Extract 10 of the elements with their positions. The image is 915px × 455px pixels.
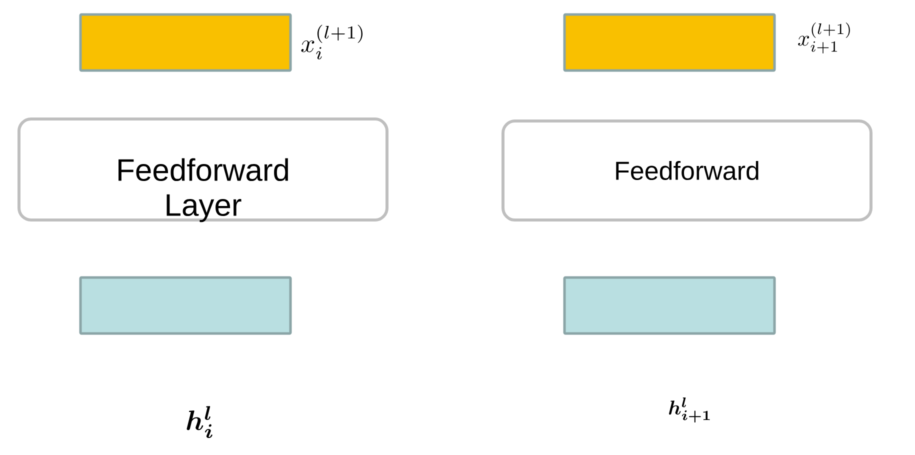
vector-bar (563, 13, 776, 72)
vector-bar (79, 276, 292, 335)
vector-bar (563, 276, 776, 335)
vector-label: $x_i^{(l+1)}$ (301, 24, 363, 60)
vector-label: $x_{i+1}^{(l+1)}$ (798, 22, 850, 54)
vector-label: $\boldsymbol{h}_{\boldsymbol{i}}^{\boldsymbol{l}}$ (186, 406, 212, 438)
layer-box: Feedforward Layer (18, 118, 388, 222)
vector-label: $\boldsymbol{h}_{\boldsymbol{i+1}}^{\boldsymbol{l}}$ (669, 397, 710, 423)
vector-bar (79, 13, 292, 72)
layer-box: Feedforward (502, 120, 873, 222)
